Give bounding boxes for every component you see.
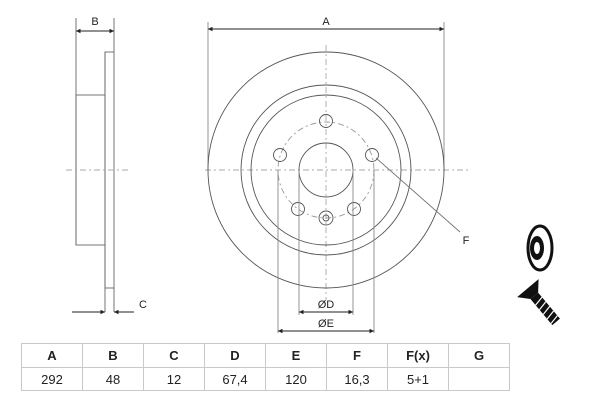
header-b: B bbox=[82, 343, 144, 368]
dim-label-e: ØE bbox=[318, 318, 334, 330]
dim-label-a: A bbox=[322, 16, 330, 28]
header-f: F bbox=[326, 343, 388, 368]
value-c: 12 bbox=[143, 367, 205, 391]
side-view bbox=[66, 18, 134, 315]
screw-icon bbox=[517, 279, 560, 326]
value-g bbox=[448, 367, 510, 391]
front-view bbox=[205, 22, 470, 334]
dim-label-b: B bbox=[91, 16, 98, 28]
brake-disc-icon bbox=[526, 224, 554, 272]
dimension-table: A B C D E F F(x) G 292 48 12 67,4 120 16… bbox=[21, 343, 510, 391]
header-e: E bbox=[265, 343, 327, 368]
value-f: 16,3 bbox=[326, 367, 388, 391]
dim-label-c: C bbox=[139, 299, 147, 311]
value-b: 48 bbox=[82, 367, 144, 391]
value-a: 292 bbox=[21, 367, 83, 391]
header-fx: F(x) bbox=[387, 343, 449, 368]
header-a: A bbox=[21, 343, 83, 368]
table-row: 292 48 12 67,4 120 16,3 5+1 bbox=[21, 367, 510, 391]
value-e: 120 bbox=[265, 367, 327, 391]
header-g: G bbox=[448, 343, 510, 368]
dim-label-f: F bbox=[463, 235, 470, 247]
value-fx: 5+1 bbox=[387, 367, 449, 391]
header-d: D bbox=[204, 343, 266, 368]
dim-label-d: ØD bbox=[318, 299, 335, 311]
header-c: C bbox=[143, 343, 205, 368]
value-d: 67,4 bbox=[204, 367, 266, 391]
table-header-row: A B C D E F F(x) G bbox=[21, 343, 510, 368]
